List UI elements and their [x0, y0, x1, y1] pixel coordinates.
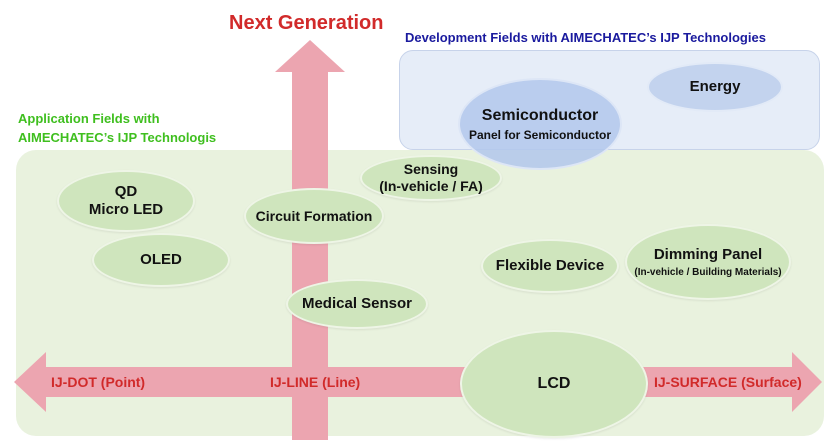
application-fields-heading: Application Fields with AIMECHATEC’s IJP…: [18, 110, 216, 148]
oled-label: OLED: [140, 251, 182, 268]
micro-led-label: Micro LED: [88, 201, 164, 218]
lcd-label: LCD: [537, 375, 571, 393]
sensing-node: Sensing (In-vehicle / FA): [360, 155, 502, 201]
next-generation-title: Next Generation: [229, 12, 384, 34]
energy-node: Energy: [647, 62, 783, 112]
oled-node: OLED: [92, 233, 230, 287]
medical-sensor-node: Medical Sensor: [286, 279, 428, 329]
development-fields-heading: Development Fields with AIMECHATEC’s IJP…: [405, 30, 766, 45]
semiconductor-label: Semiconductor: [481, 106, 599, 124]
lcd-node: LCD: [460, 330, 648, 438]
medical-sensor-label: Medical Sensor: [301, 295, 413, 312]
application-fields-heading-line1: Application Fields with: [18, 111, 160, 126]
dimming-panel-sublabel: (In-vehicle / Building Materials): [634, 266, 782, 278]
axis-label-ij-surface: IJ-SURFACE (Surface): [654, 374, 802, 390]
axis-label-ij-dot: IJ-DOT (Point): [51, 374, 146, 390]
energy-label: Energy: [689, 78, 741, 95]
circuit-formation-node: Circuit Formation: [244, 188, 384, 244]
qd-micro-led-node: QD Micro LED: [57, 170, 195, 232]
dimming-panel-label: Dimming Panel: [653, 245, 763, 263]
circuit-formation-label: Circuit Formation: [255, 207, 373, 224]
dimming-panel-node: Dimming Panel (In-vehicle / Building Mat…: [625, 224, 791, 300]
application-fields-heading-line2: AIMECHATEC’s IJP Technologis: [18, 129, 217, 145]
semiconductor-node: Semiconductor Panel for Semiconductor: [458, 78, 622, 170]
qd-label: QD: [114, 183, 138, 200]
sensing-sublabel: (In-vehicle / FA): [379, 178, 483, 194]
axis-label-ij-line: IJ-LINE (Line): [270, 374, 361, 390]
sensing-label: Sensing: [403, 161, 459, 178]
flexible-device-node: Flexible Device: [481, 239, 619, 293]
flexible-device-label: Flexible Device: [495, 257, 605, 274]
semiconductor-sublabel: Panel for Semiconductor: [468, 127, 612, 142]
